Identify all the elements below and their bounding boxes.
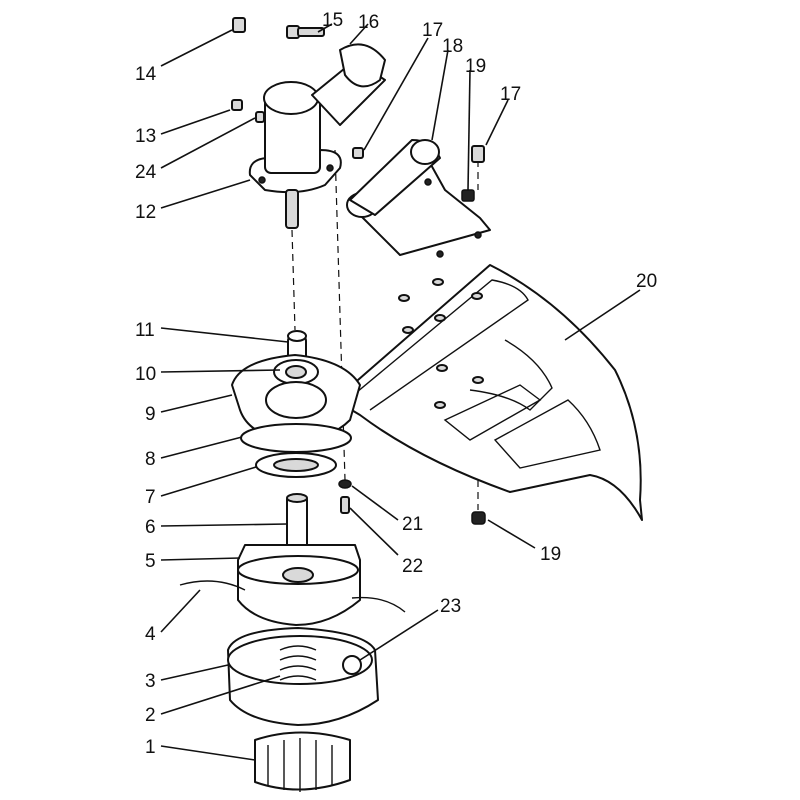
callout-24: 24: [135, 162, 157, 183]
callout-16: 16: [358, 12, 379, 33]
callout-21: 21: [402, 514, 423, 535]
callout-7: 7: [145, 487, 156, 508]
spring: [279, 645, 317, 681]
spacer-plate: [240, 423, 352, 453]
gear-head-housing: [248, 43, 386, 229]
callout-12: 12: [135, 202, 156, 223]
shield-bracket: [346, 139, 491, 258]
callout-14: 14: [135, 64, 157, 85]
bump-knob: [254, 731, 351, 792]
callout-9: 9: [145, 404, 156, 425]
callout-5: 5: [145, 551, 156, 572]
callout-6: 6: [145, 517, 156, 538]
callout-4: 4: [145, 624, 156, 645]
callout-11: 11: [135, 320, 155, 341]
callout-8: 8: [145, 449, 156, 470]
callout-labels: 14 15 16 17 18 19 17 13 24 12 20 11 10 9…: [135, 10, 657, 758]
callout-18: 18: [442, 36, 463, 57]
spool: [237, 544, 361, 626]
callout-17: 17: [500, 84, 521, 105]
callout-20: 20: [636, 271, 657, 292]
callout-17: 17: [422, 20, 443, 41]
callout-23: 23: [440, 596, 461, 617]
callout-10: 10: [135, 364, 156, 385]
trimmer-line: [179, 580, 406, 613]
seal-washer: [255, 452, 337, 478]
callout-19: 19: [540, 544, 561, 565]
fasteners-bracket: [352, 145, 486, 525]
callout-1: 1: [145, 737, 156, 758]
deflector-shield: [334, 264, 643, 521]
callout-2: 2: [145, 705, 156, 726]
callout-19: 19: [465, 56, 486, 77]
callout-15: 15: [322, 10, 343, 31]
callout-3: 3: [145, 671, 156, 692]
callout-22: 22: [402, 556, 423, 577]
bearing-housing-plate: [231, 354, 361, 441]
head-screws: [231, 17, 325, 123]
callout-13: 13: [135, 126, 156, 147]
leader-lines: [160, 23, 641, 761]
small-washer-screw: [338, 479, 352, 514]
